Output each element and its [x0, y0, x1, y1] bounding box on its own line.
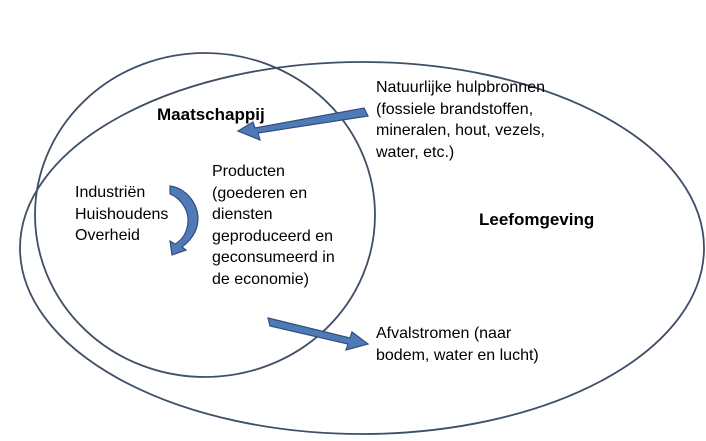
cycle-arrow	[169, 185, 199, 256]
society-label: Maatschappij	[157, 105, 265, 124]
products-label: Producten (goederen en diensten geproduc…	[212, 163, 335, 288]
waste-label: Afvalstromen (naar bodem, water en lucht…	[376, 325, 539, 364]
environment-label: Leefomgeving	[479, 210, 595, 229]
society-ellipse	[34, 52, 376, 378]
actors-label: Industriën Huishoudens Overheid	[75, 184, 169, 244]
waste-outflow-arrow	[267, 317, 370, 351]
resource-inflow-arrow	[236, 107, 369, 142]
resources-label: Natuurlijke hulpbronnen (fossiele brands…	[376, 79, 545, 161]
environment-ellipse	[19, 61, 705, 435]
